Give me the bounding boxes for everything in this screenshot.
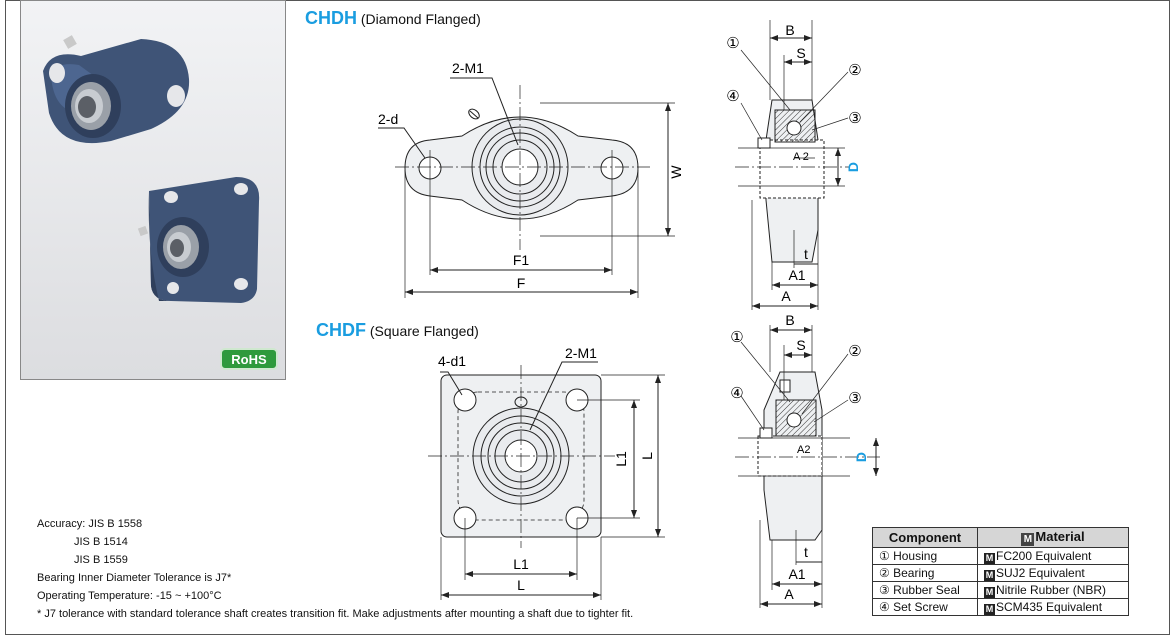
sheet-frame	[5, 0, 1170, 635]
material-mark-icon: M	[1021, 533, 1035, 546]
chdf-s-label: S	[796, 337, 805, 353]
material-text: SCM435 Equivalent	[996, 600, 1103, 614]
chdh-w-label: W	[668, 165, 684, 179]
diamond-flange-unit-image	[43, 35, 190, 144]
chdh-d-label: 2-d	[378, 111, 398, 127]
rohs-badge: RoHS	[220, 348, 278, 370]
chdf-l-v-label: L	[639, 452, 655, 460]
chdf-desc: (Square Flanged)	[369, 323, 479, 339]
chdh-s-label: S	[796, 45, 805, 61]
chdf-callout-2: ②	[848, 343, 861, 360]
chdh-title: CHDH (Diamond Flanged)	[305, 8, 481, 29]
product-photo-panel: RoHS	[20, 0, 286, 380]
chdh-d-dim-label: D	[845, 162, 861, 172]
chdh-a1-label: A1	[788, 267, 805, 283]
chdh-dim-arrows	[405, 103, 671, 295]
component-cell: ③ Rubber Seal	[872, 581, 978, 599]
chdf-t-label: t	[804, 544, 808, 560]
chdh-callout-4: ④	[726, 88, 739, 105]
chdh-front-view	[378, 77, 675, 298]
chdh-callout-2: ②	[848, 62, 861, 79]
tolerance-note: Bearing Inner Diameter Tolerance is J7*	[37, 572, 232, 584]
temperature-note: Operating Temperature: -15 ~ +100°C	[37, 590, 222, 602]
chdf-l1-v-label: L1	[613, 451, 629, 467]
component-cell: ① Housing	[872, 547, 978, 565]
accuracy-note: Accuracy: JIS B 1558	[37, 518, 143, 530]
chdh-code: CHDH	[305, 8, 357, 28]
material-text: Nitrile Rubber (NBR)	[996, 583, 1107, 597]
component-cell: ② Bearing	[872, 564, 978, 582]
chdh-m1-label: 2-M1	[452, 60, 484, 76]
chdf-title: CHDF (Square Flanged)	[316, 320, 479, 341]
chdf-callout-3: ③	[848, 390, 861, 407]
chdh-a-label: A	[781, 288, 791, 304]
chdf-callout-4: ④	[730, 385, 743, 402]
chdh-callout-3: ③	[848, 110, 861, 127]
material-mark-icon: M	[984, 587, 995, 598]
material-text: FC200 Equivalent	[996, 549, 1092, 563]
chdf-code: CHDF	[316, 320, 366, 340]
header-component: Component	[872, 527, 978, 548]
chdf-l1-h-label: L1	[513, 556, 529, 572]
spec-notes: Accuracy: JIS B 1558 JIS B 1514 JIS B 15…	[37, 515, 633, 623]
chdf-side-arrows	[760, 327, 879, 607]
chdh-callout-1: ①	[726, 35, 739, 52]
chdf-d-dim-label: D	[853, 452, 869, 462]
chdf-b-label: B	[785, 312, 794, 328]
chdh-f-label: F	[517, 275, 526, 291]
chdf-callout-1: ①	[730, 329, 743, 346]
chdf-l-h-label: L	[517, 577, 525, 593]
material-mark-icon: M	[984, 604, 995, 615]
jis-note-3: JIS B 1559	[74, 554, 128, 566]
square-flange-unit-image	[137, 177, 260, 303]
material-text: SUJ2 Equivalent	[996, 566, 1085, 580]
header-material: Material	[1035, 529, 1085, 544]
product-photo	[43, 35, 260, 303]
footnote: * J7 tolerance with standard tolerance s…	[37, 608, 634, 620]
component-cell: ④ Set Screw	[872, 598, 978, 616]
chdh-side-arrows	[752, 35, 841, 309]
chdf-a2-label: A2	[797, 444, 810, 456]
chdh-t-label: t	[804, 246, 808, 262]
chdf-a-label: A	[784, 586, 794, 602]
chdh-b-label: B	[785, 22, 794, 38]
chdf-front-view	[428, 361, 665, 600]
chdh-desc: (Diamond Flanged)	[360, 11, 481, 27]
chdf-side-view	[735, 325, 880, 608]
material-mark-icon: M	[984, 553, 995, 564]
chdf-d1-label: 4-d1	[438, 353, 466, 369]
chdf-dim-arrows	[441, 375, 661, 598]
chdh-f1-label: F1	[513, 252, 530, 268]
chdf-m1-label: 2-M1	[565, 345, 597, 361]
material-mark-icon: M	[984, 570, 995, 581]
chdh-a2-label: A 2	[793, 151, 809, 163]
jis-note-2: JIS B 1514	[74, 536, 128, 548]
chdf-a1-label: A1	[788, 566, 805, 582]
